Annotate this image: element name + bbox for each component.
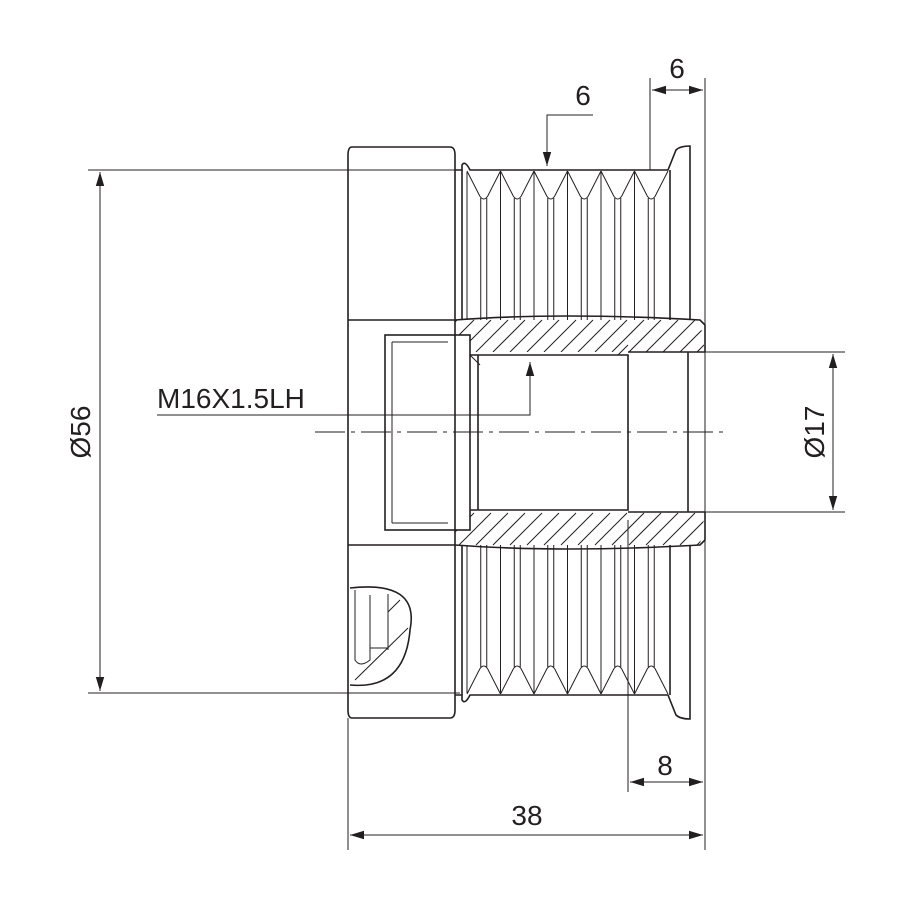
hatch-line [458,319,492,353]
hatch-line [492,512,526,546]
groove-top [500,170,535,200]
rib-lines [466,172,488,693]
hatch-line [611,319,645,353]
groove-top [533,170,568,200]
chamfer [469,354,481,366]
groove-ribs [466,170,669,695]
hatch-line [696,512,705,546]
rib-lines [533,172,555,693]
hatch-line [374,513,406,545]
hatch-line [628,512,662,546]
pulley-body [347,145,691,720]
dimension-38: 38 [347,78,706,850]
hatch-line [509,512,543,546]
hatch-line [696,319,705,353]
outer-diameter-label: Ø56 [65,406,96,459]
chamfer [617,344,629,356]
hatch-line [628,319,662,353]
dimension-d17: Ø17 [690,351,845,513]
cutaway-detail [349,586,412,687]
hatch-line [455,512,458,546]
dimension-d56: Ø56 [65,169,460,694]
hatch-line [662,512,696,546]
hatch-line [458,512,492,546]
hatch-line [679,512,705,546]
hatch-line [374,320,406,352]
groove-top [466,170,501,200]
hatch-line [645,319,679,353]
hub-section [315,315,746,550]
flange-width-label: 6 [669,53,685,84]
total-length-label: 38 [511,800,542,831]
front-hex-outline [347,146,456,719]
groove-bottom [567,665,602,695]
rib-lines [500,172,521,693]
thread-callout: M16X1.5LH [157,362,535,416]
groove-top [567,170,602,200]
hatch-line [408,320,440,352]
dimension-8: 8 [627,520,703,792]
hatch-line [455,319,458,353]
rib-lines [567,172,588,693]
hatch-line [526,319,560,353]
hatch-line [475,319,509,353]
hatch-line [340,320,372,352]
hub-outer-bottom [348,512,706,550]
hatch-line [543,319,577,353]
dimension-6-grooves: 6 [542,80,593,166]
groove-top [634,170,669,200]
pulley-outline-top [455,145,691,320]
groove-top [600,170,635,200]
hub-outer-top [348,315,706,352]
hatch-line [594,319,628,353]
hatch-line [594,512,628,546]
hatch-line [662,319,696,353]
hatch-line [714,320,746,352]
groove-count-label: 6 [575,80,591,111]
hatch-line [577,319,611,353]
hatch-line [560,512,594,546]
hatch-line [391,513,423,545]
groove-bottom [634,665,669,695]
groove-bottom [533,665,568,695]
rear-length-label: 8 [657,750,673,781]
hatch-line [408,513,440,545]
hatch-line [645,512,679,546]
hatch-line [340,513,372,545]
hatch-line [577,512,611,546]
hatch-line [560,319,594,353]
hatch-line [526,512,560,546]
hatch-line [391,320,423,352]
bore-diameter-label: Ø17 [799,406,830,459]
thread-label: M16X1.5LH [157,383,305,414]
pulley-outline-bottom [455,545,691,720]
hatch-line [679,319,705,353]
groove-bottom [466,665,501,695]
groove-bottom [600,665,635,695]
dimension-6-flange: 6 [649,53,703,170]
rib-lines [634,172,655,693]
hatch-line [475,512,509,546]
hatch-line [543,512,577,546]
groove-bottom [500,665,535,695]
hatch-line [492,319,526,353]
hatch-line [714,513,746,545]
hatch-line [509,319,543,353]
rib-lines [600,172,622,693]
